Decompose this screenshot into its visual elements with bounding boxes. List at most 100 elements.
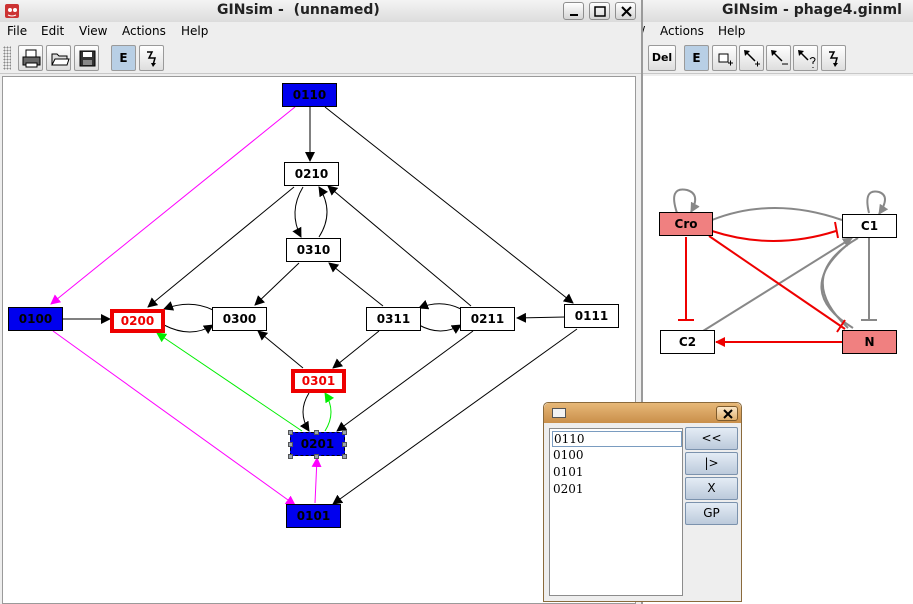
path-dialog: 0110 0100 0101 0201 << |> X GP	[543, 402, 742, 602]
toolbar: E	[0, 42, 641, 74]
title-bar[interactable]: GINsim - phage4.ginml	[643, 0, 913, 22]
list-item[interactable]: 0110	[552, 431, 682, 447]
window-title: GINsim - (unnamed)	[217, 2, 380, 18]
state-node-0110[interactable]: 0110	[282, 83, 337, 107]
edge-c2-c1	[702, 237, 853, 332]
gene-node-n[interactable]: N	[842, 330, 897, 354]
edge-0311-0310	[328, 262, 384, 307]
edge-0101-0201	[311, 457, 322, 504]
edge-0111-0101	[332, 328, 578, 505]
clear-button[interactable]: X	[685, 477, 738, 500]
close-button[interactable]	[615, 2, 636, 20]
gene-node-c1[interactable]: C1	[842, 214, 897, 238]
add-unknown-edge-button[interactable]	[793, 45, 818, 71]
dialog-title-bar[interactable]	[544, 403, 741, 423]
print-icon	[22, 49, 41, 68]
edge-tool-button[interactable]	[139, 45, 164, 71]
state-node-0211[interactable]: 0211	[460, 307, 515, 331]
graph-canvas[interactable]: 0110 0210 0310 0100 0200 0300 0311 0211 …	[2, 76, 636, 604]
edit-mode-button[interactable]: E	[111, 45, 136, 71]
selection-handle[interactable]	[314, 430, 319, 435]
edge-0300-0200	[163, 301, 214, 311]
add-negative-edge-button[interactable]	[766, 45, 791, 71]
toolbar-grip	[3, 46, 11, 70]
edge-tool-icon	[829, 51, 838, 67]
edge-0110-0111	[324, 106, 574, 304]
menu-view[interactable]: View	[79, 24, 108, 38]
selection-handle[interactable]	[288, 442, 293, 447]
edge-cro-c1	[711, 230, 837, 242]
edge-tool-button[interactable]	[821, 45, 846, 71]
selection-handle[interactable]	[342, 454, 347, 459]
edit-mode-button[interactable]: E	[684, 45, 709, 71]
edge-0311-0211	[418, 324, 462, 334]
secondary-window: GINsim - phage4.ginml / Actions Help Del…	[643, 0, 913, 604]
state-node-0210[interactable]: 0210	[284, 162, 339, 186]
minimize-button[interactable]	[563, 2, 584, 20]
edge-c1-cro	[711, 207, 843, 221]
list-item[interactable]: 0100	[553, 448, 584, 462]
minimize-icon	[570, 14, 578, 16]
print-button[interactable]	[18, 45, 43, 71]
state-node-0101[interactable]: 0101	[286, 504, 341, 528]
window-icon	[552, 408, 566, 418]
gp-button[interactable]: GP	[685, 502, 738, 525]
positive-edge-icon	[744, 50, 760, 67]
state-node-0200[interactable]: 0200	[110, 309, 165, 333]
edge-0201-0301	[324, 392, 335, 432]
add-positive-edge-button[interactable]	[739, 45, 764, 71]
edge-0111-0211	[516, 312, 566, 323]
edge-0211-0311	[418, 299, 462, 310]
edge-cro-n	[708, 235, 846, 330]
menu-help[interactable]: Help	[181, 24, 209, 38]
delete-button[interactable]: Del	[648, 45, 676, 71]
path-state-list[interactable]: 0110 0100 0101 0201	[549, 428, 683, 596]
edge-cro-self	[673, 188, 700, 214]
state-node-0310[interactable]: 0310	[286, 238, 341, 262]
edge-c1-self	[866, 190, 889, 215]
menu-edit[interactable]: Edit	[41, 24, 65, 38]
menu-actions[interactable]: Actions	[122, 24, 166, 38]
save-icon	[79, 50, 96, 67]
back-button[interactable]: <<	[685, 427, 738, 450]
state-node-0111[interactable]: 0111	[564, 304, 619, 328]
maximize-button[interactable]	[589, 2, 610, 20]
menu-help[interactable]: Help	[718, 24, 746, 38]
regulatory-edges	[673, 188, 889, 347]
list-item[interactable]: 0201	[553, 482, 584, 496]
selection-handle[interactable]	[342, 430, 347, 435]
edge-0110-0100	[50, 106, 296, 305]
edge-0310-0210	[318, 186, 329, 238]
menu-actions[interactable]: Actions	[660, 24, 704, 38]
gene-node-c2[interactable]: C2	[660, 330, 715, 354]
save-button[interactable]	[74, 45, 99, 71]
menu-bar: File Edit View Actions Help	[0, 22, 641, 42]
selection-handle[interactable]	[342, 442, 347, 447]
dialog-close-button[interactable]	[716, 406, 738, 421]
add-node-button[interactable]	[712, 45, 737, 71]
app-logo-icon	[4, 3, 20, 19]
state-node-0100[interactable]: 0100	[8, 307, 63, 331]
unknown-edge-icon	[798, 50, 816, 68]
edge-tool-icon	[147, 51, 156, 67]
selection-handle[interactable]	[288, 454, 293, 459]
open-button[interactable]	[46, 45, 71, 71]
negative-edge-icon	[771, 50, 788, 65]
edge-0301-0300	[257, 330, 304, 369]
state-node-0201[interactable]: 0201	[290, 432, 345, 456]
toolbar: Del E	[643, 42, 913, 74]
menu-view-partial[interactable]: /	[643, 24, 645, 38]
edge-0211-0201	[336, 330, 474, 432]
state-node-0300[interactable]: 0300	[212, 307, 267, 331]
gene-node-cro[interactable]: Cro	[659, 212, 713, 236]
title-bar[interactable]: GINsim - (unnamed)	[0, 0, 641, 22]
state-node-0311[interactable]: 0311	[366, 307, 421, 331]
edge-0210-0310	[292, 186, 304, 238]
play-button[interactable]: |>	[685, 452, 738, 475]
menu-file[interactable]: File	[7, 24, 28, 38]
selection-handle[interactable]	[288, 430, 293, 435]
list-item[interactable]: 0101	[553, 465, 584, 479]
state-node-0301[interactable]: 0301	[291, 369, 346, 393]
selection-handle[interactable]	[314, 454, 319, 459]
edge-0210-0200	[147, 186, 295, 308]
